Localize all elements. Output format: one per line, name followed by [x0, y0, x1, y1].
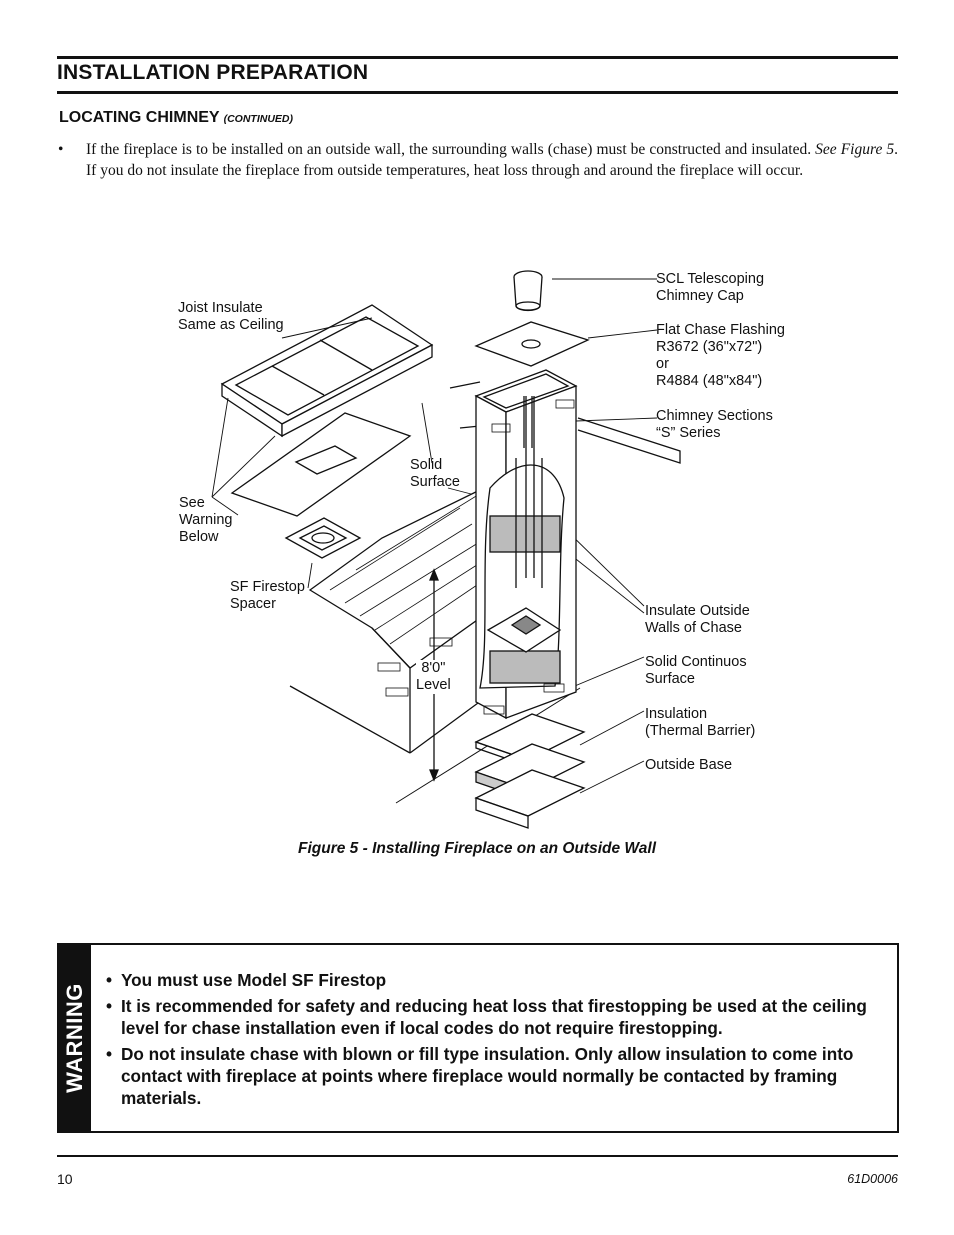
- header-rule: [57, 56, 898, 59]
- header-underline: [57, 91, 898, 94]
- page-number: 10: [57, 1171, 73, 1187]
- warning-item: Do not insulate chase with blown or fill…: [106, 1043, 876, 1109]
- label-level: 8'0" Level: [416, 660, 451, 694]
- solid-surface-sheet: [230, 412, 412, 517]
- joist-frame: [220, 304, 434, 438]
- label-see-warning: See Warning Below: [179, 495, 233, 545]
- label-solid-surface: Solid Surface: [410, 457, 460, 490]
- intro-paragraph: • If the fireplace is to be installed on…: [58, 139, 898, 181]
- subsection-title: LOCATING CHIMNEY(CONTINUED): [59, 109, 293, 127]
- label-chimney-cap: SCL Telescoping Chimney Cap: [656, 271, 765, 304]
- label-chase-flashing: Flat Chase Flashing R3672 (36"x72") or R…: [656, 322, 785, 389]
- warning-box: WARNING You must use Model SF Firestop I…: [57, 943, 899, 1133]
- footer-rule: [57, 1155, 898, 1157]
- section-title: INSTALLATION PREPARATION: [57, 61, 369, 84]
- base-plates: [474, 713, 586, 829]
- paragraph-text-part2: . If you do not insulate the fireplace f…: [86, 141, 898, 179]
- house-structure: [289, 381, 681, 754]
- label-solid-continuous: Solid Continuos Surface: [645, 654, 747, 687]
- warning-item: It is recommended for safety and reducin…: [106, 995, 876, 1039]
- chase-installation-diagram: [211, 270, 681, 829]
- firestop-spacer: [284, 517, 362, 559]
- installation-figure: Joist Insulate Same as Ceiling SCL Teles…: [160, 258, 820, 838]
- label-outside-base: Outside Base: [645, 757, 733, 773]
- label-chimney-sections: Chimney Sections “S” Series: [656, 408, 773, 441]
- paragraph-text-part1: If the fireplace is to be installed on a…: [86, 141, 816, 158]
- chase-flashing: [474, 321, 590, 367]
- label-firestop-spacer: SF Firestop Spacer: [230, 579, 305, 612]
- chimney-cap: [513, 270, 543, 312]
- label-insulation: Insulation (Thermal Barrier): [645, 706, 756, 739]
- label-joist-insulate: Joist Insulate Same as Ceiling: [178, 300, 284, 333]
- warning-tab-label: WARNING: [62, 983, 87, 1093]
- warning-list: You must use Model SF Firestop It is rec…: [106, 969, 876, 1113]
- chimney-chase: [474, 369, 578, 720]
- subsection-continued-note: (CONTINUED): [223, 113, 294, 125]
- figure-caption: Figure 5 - Installing Fireplace on an Ou…: [298, 840, 656, 857]
- document-number: 61D0006: [847, 1172, 898, 1186]
- warning-item: You must use Model SF Firestop: [106, 969, 876, 991]
- figure-reference: See Figure 5: [815, 141, 895, 158]
- bullet-marker: •: [58, 141, 64, 158]
- label-insulate-walls: Insulate Outside Walls of Chase: [645, 603, 750, 636]
- subsection-title-text: LOCATING CHIMNEY: [59, 109, 220, 126]
- warning-tab: WARNING: [59, 945, 91, 1131]
- paragraph-text: If the fireplace is to be installed on a…: [86, 139, 898, 181]
